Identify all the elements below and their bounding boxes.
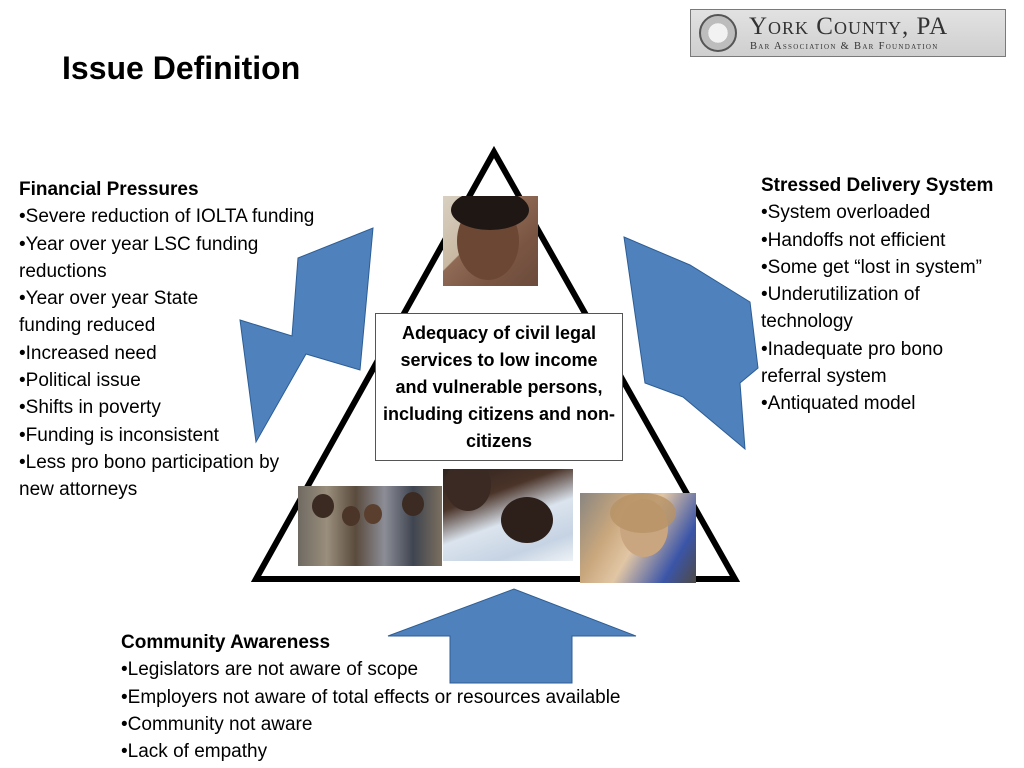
community-awareness-section: Community Awareness •Legislators are not… xyxy=(121,629,761,765)
logo-subtitle: Bar Association & Bar Foundation xyxy=(750,41,939,52)
central-issue-text: Adequacy of civil legal services to low … xyxy=(383,322,615,451)
list-item: •Community not aware xyxy=(121,713,313,735)
list-item: •Year over year LSC funding reductions xyxy=(19,233,259,282)
list-item: •Funding is inconsistent xyxy=(19,424,219,446)
family-photo xyxy=(298,486,442,566)
right-arrow xyxy=(623,236,759,451)
list-item: •Legislators are not aware of scope xyxy=(121,659,419,681)
woman-portrait-photo xyxy=(443,196,538,286)
page-title: Issue Definition xyxy=(62,50,301,86)
seal-icon xyxy=(699,14,737,52)
list-item: •Underutilization of technology xyxy=(761,284,920,333)
list-item: •Handoffs not efficient xyxy=(761,229,946,251)
left-arrow xyxy=(239,227,374,444)
list-item: •Inadequate pro bono referral system xyxy=(761,338,944,388)
list-item: •Shifts in poverty xyxy=(19,397,161,419)
stressed-delivery-section: Stressed Delivery System •System overloa… xyxy=(761,172,1016,418)
york-county-bar-logo: York County, PA Bar Association & Bar Fo… xyxy=(690,9,1006,57)
list-item: •Severe reduction of IOLTA funding xyxy=(19,206,315,228)
parent-baby-photo xyxy=(443,469,573,561)
list-item: •Less pro bono participation by new atto… xyxy=(19,451,280,501)
list-item: •Lack of empathy xyxy=(121,741,268,763)
list-item: •Antiquated model xyxy=(761,393,916,415)
list-item: •Political issue xyxy=(19,370,141,392)
community-awareness-heading: Community Awareness xyxy=(121,632,331,653)
list-item: •Employers not aware of total effects or… xyxy=(121,686,621,708)
bottom-arrow xyxy=(387,588,637,684)
list-item: •System overloaded xyxy=(761,202,931,224)
list-item: •Year over year State funding reduced xyxy=(19,288,199,337)
stressed-delivery-heading: Stressed Delivery System xyxy=(761,175,994,196)
financial-pressures-section: Financial Pressures •Severe reduction of… xyxy=(19,176,349,504)
central-issue-box: Adequacy of civil legal services to low … xyxy=(375,313,623,461)
list-item: •Increased need xyxy=(19,342,157,364)
list-item: •Some get “lost in system” xyxy=(761,256,982,278)
financial-pressures-heading: Financial Pressures xyxy=(19,179,199,200)
logo-name: York County, PA xyxy=(749,13,949,40)
worried-woman-photo xyxy=(580,493,696,583)
